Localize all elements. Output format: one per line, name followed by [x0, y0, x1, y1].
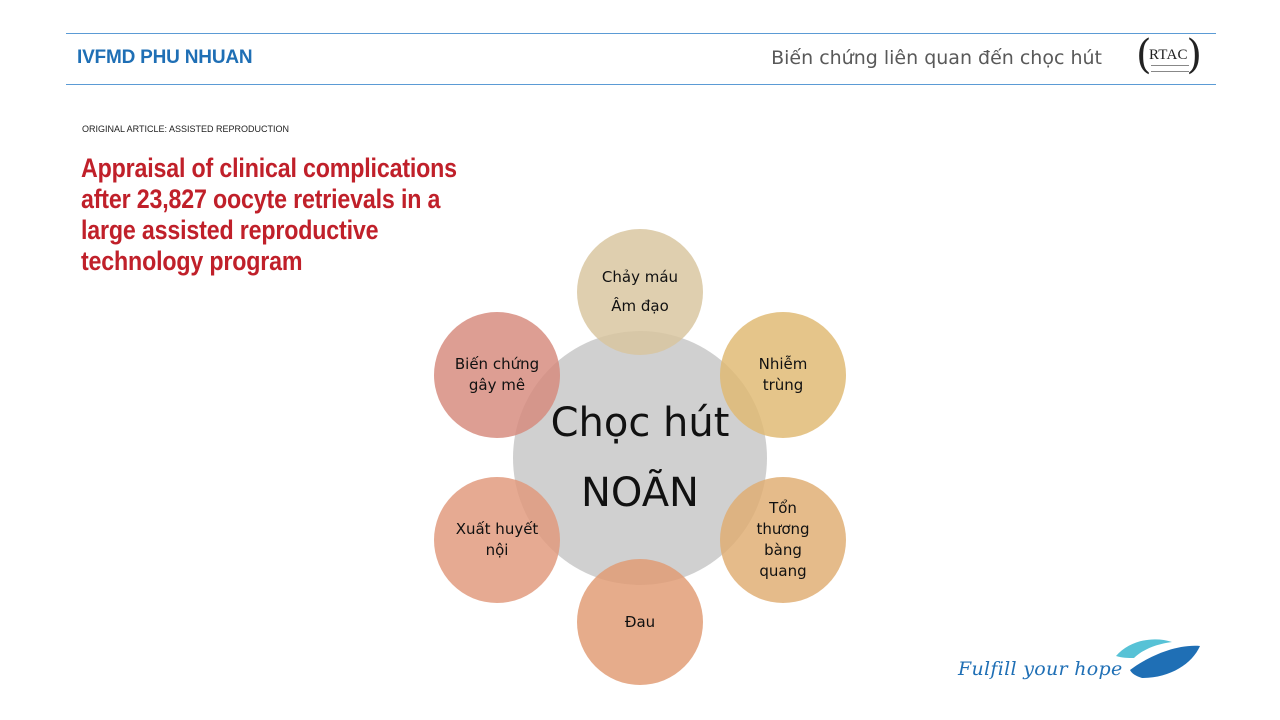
node-infection: Nhiễm trùng	[720, 312, 846, 438]
wave-logo-top-shape	[1116, 639, 1172, 658]
node-label-line: Đau	[624, 612, 656, 631]
node-internal-bleeding: Xuất huyết nội	[434, 477, 560, 603]
node-label-line: Nhiễm	[758, 355, 808, 373]
footer-tagline: Fulfill your hope	[958, 658, 1123, 680]
node-bladder-injury: Tổn thương bàng quang	[720, 477, 846, 603]
center-label-line-1: Chọc hút	[550, 400, 730, 446]
center-label-line-2: NOÃN	[580, 470, 699, 516]
node-label-line: thương	[756, 520, 810, 538]
article-category-label: ORIGINAL ARTICLE: ASSISTED REPRODUCTION	[82, 124, 290, 134]
node-label-line: Chảy máu	[601, 268, 679, 286]
rtac-logo: ( RTAC )	[1136, 34, 1202, 80]
node-label-line: Tổn	[769, 499, 797, 517]
header-top-rule	[66, 33, 1216, 34]
wave-logo-bottom-shape	[1130, 645, 1200, 678]
rtac-logo-text: RTAC	[1149, 47, 1188, 63]
article-title: Appraisal of clinical complications afte…	[81, 153, 457, 276]
node-label-line: bàng	[764, 541, 802, 559]
slide-title: Biến chứng liên quan đến chọc hút	[771, 47, 1102, 69]
node-label-line: Âm đạo	[611, 297, 669, 315]
rtac-logo-right-paren: )	[1186, 32, 1202, 78]
wave-logo-icon	[1116, 639, 1200, 678]
header-bottom-rule	[66, 84, 1216, 85]
node-label-line: gây mê	[468, 376, 526, 394]
rtac-logo-left-paren: (	[1136, 32, 1152, 78]
node-label-line: trùng	[762, 376, 804, 394]
node-label-line: nội	[485, 541, 509, 559]
node-label-line: Xuất huyết	[455, 520, 539, 538]
node-vaginal-bleeding: Chảy máu Âm đạo	[577, 229, 703, 355]
node-label-line: Biến chứng	[454, 355, 540, 373]
rtac-logo-subtext-lines	[1151, 65, 1189, 72]
node-label-line: quang	[759, 562, 807, 580]
organization-name: IVFMD PHU NHUAN	[77, 47, 253, 68]
node-pain: Đau	[577, 559, 703, 685]
node-anesthesia-complication: Biến chứng gây mê	[434, 312, 560, 438]
